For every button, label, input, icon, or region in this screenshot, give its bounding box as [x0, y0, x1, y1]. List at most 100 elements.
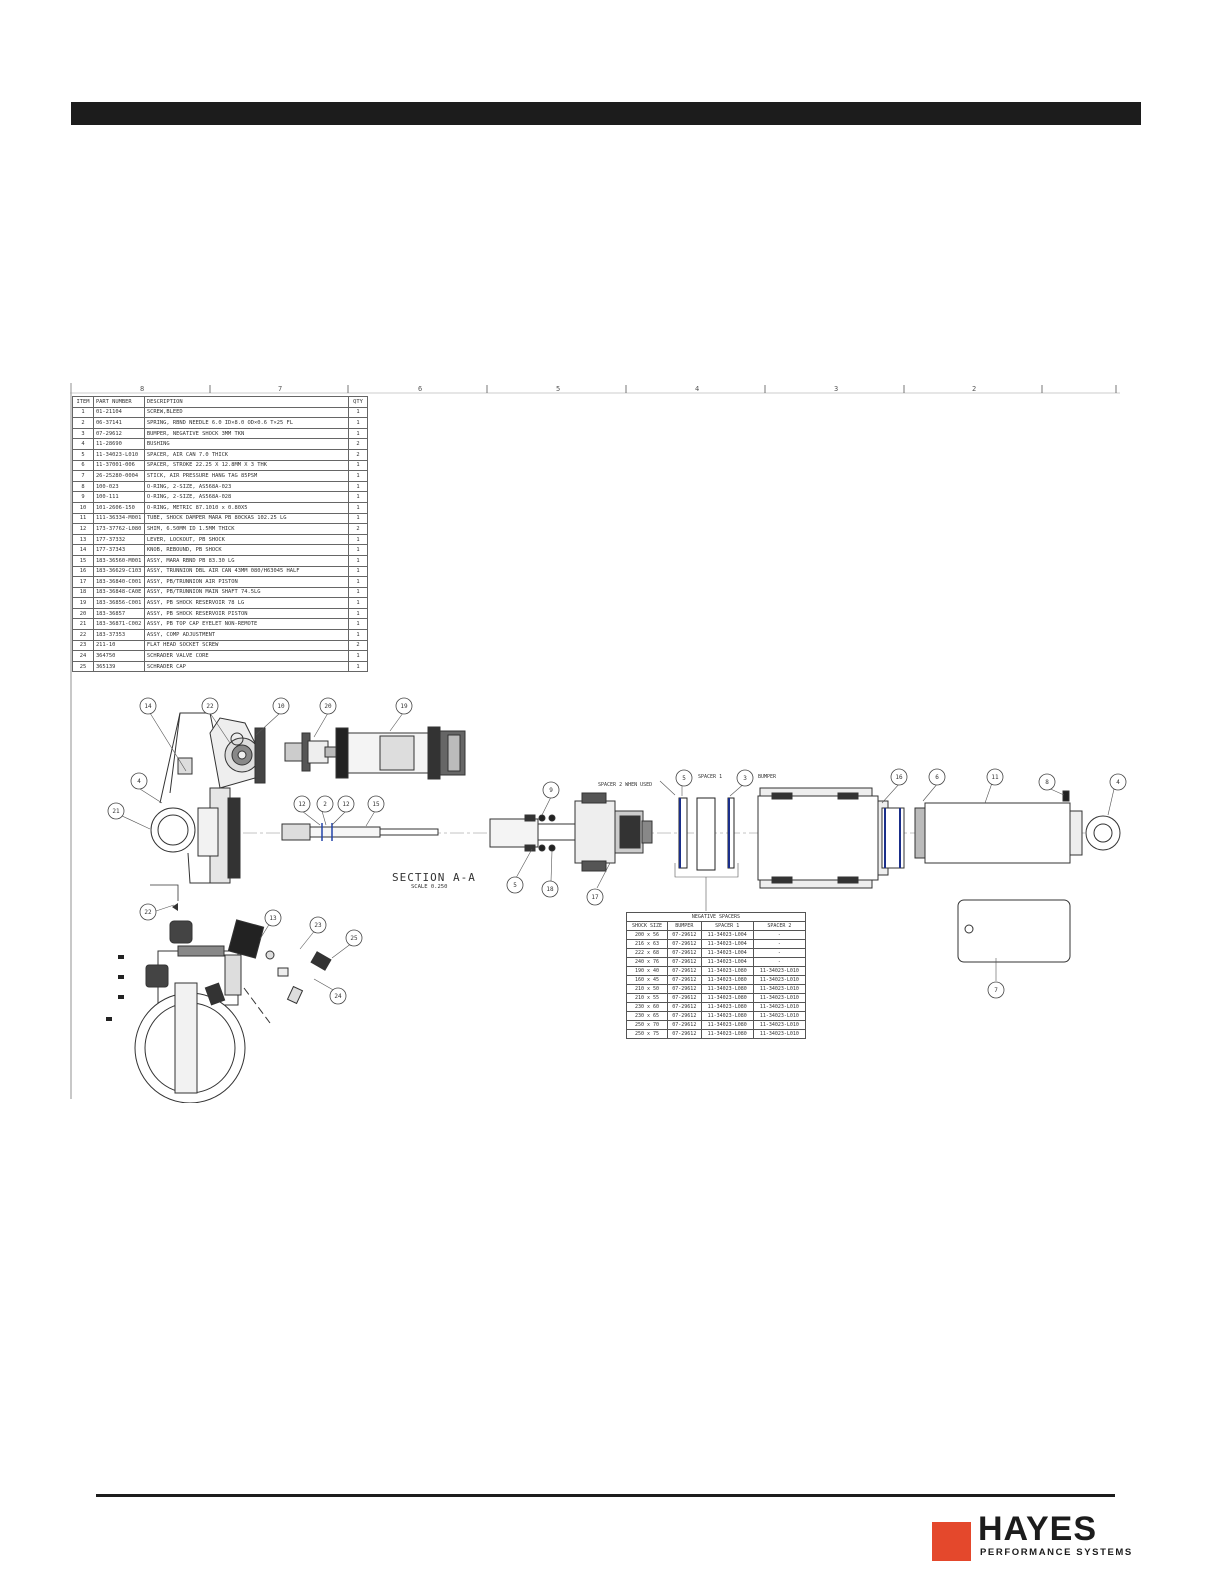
bom-qty: 1	[348, 660, 368, 673]
item-balloon-number: 6	[935, 774, 939, 781]
item-balloon-number: 9	[549, 787, 553, 794]
item-balloon-number: 23	[314, 922, 322, 929]
item-balloon: 4	[130, 772, 148, 790]
item-balloon-number: 4	[137, 778, 141, 785]
callout-spacer-1: SPACER 1	[698, 774, 723, 780]
item-balloon: 18	[541, 880, 559, 898]
item-balloon: 22	[139, 903, 157, 921]
item-balloon-number: 15	[372, 801, 380, 808]
item-balloon-number: 18	[546, 886, 554, 893]
item-balloon: 21	[107, 802, 125, 820]
item-balloon: 20	[319, 697, 337, 715]
header-bar	[71, 102, 1141, 125]
item-balloon: 5	[506, 876, 524, 894]
exploded-view-drawing	[70, 383, 1121, 1103]
bom-header-row: ITEM PART NUMBER DESCRIPTION QTY	[72, 396, 368, 408]
section-scale: SCALE 0.250	[411, 884, 448, 890]
item-balloon-number: 22	[206, 703, 214, 710]
item-balloon-number: 12	[342, 801, 350, 808]
item-balloon-number: 19	[400, 703, 408, 710]
zone-label: 5	[556, 385, 561, 393]
neg-spacer-2: 11-34023-L010	[752, 1029, 807, 1039]
bom-qty: 2	[348, 438, 368, 450]
item-balloon: 10	[272, 697, 290, 715]
item-balloon-number: 5	[513, 882, 517, 889]
item-balloon-number: 8	[1045, 779, 1049, 786]
item-balloon: 9	[542, 781, 560, 799]
item-balloon: 24	[329, 987, 347, 1005]
bom-qty: 1	[348, 470, 368, 482]
bom-description: BUMPER, NEGATIVE SHOCK 3MM TKN	[143, 427, 350, 440]
item-balloon: 12	[337, 795, 355, 813]
item-balloon: 4	[1109, 773, 1127, 791]
item-balloon: 12	[293, 795, 311, 813]
bom-description: SCREW,BLEED	[143, 406, 350, 419]
zone-label: 3	[834, 385, 839, 393]
bom-qty: 2	[348, 448, 368, 461]
bom-qty: 1	[348, 480, 368, 493]
item-balloon-number: 3	[743, 775, 747, 782]
item-balloon: 5	[675, 769, 693, 787]
item-balloon-number: 25	[350, 935, 358, 942]
item-balloon: 11	[986, 768, 1004, 786]
item-balloon-number: 7	[994, 987, 998, 994]
bom-description: SPRING, RBND NEEDLE 6.0 ID×8.0 OD×0.6 T×…	[143, 417, 350, 429]
item-balloon-number: 2	[323, 801, 327, 808]
item-balloon-number: 11	[991, 774, 999, 781]
item-balloon: 19	[395, 697, 413, 715]
item-balloon: 2	[316, 795, 334, 813]
item-balloon-number: 10	[277, 703, 285, 710]
logo-mark	[932, 1522, 971, 1561]
zone-label: 2	[972, 385, 977, 393]
bom-qty: 1	[348, 491, 368, 503]
bom-description: BUSHING	[143, 438, 350, 450]
callout-bumper: BUMPER	[758, 774, 777, 780]
item-balloon: 7	[987, 981, 1005, 999]
item-balloon: 3	[736, 769, 754, 787]
zone-label: 4	[695, 385, 700, 393]
item-balloon: 13	[264, 909, 282, 927]
item-balloon-number: 5	[682, 775, 686, 782]
logo-subtitle: PERFORMANCE SYSTEMS	[980, 1547, 1133, 1558]
zone-label: 6	[418, 385, 423, 393]
item-balloon-number: 4	[1116, 779, 1120, 786]
bom-description: SPACER, AIR CAN 7.0 THICK	[143, 448, 350, 461]
item-balloon-number: 20	[324, 703, 332, 710]
section-label: SECTION A-A	[392, 871, 476, 884]
item-balloon-number: 17	[591, 894, 599, 901]
item-balloon-number: 21	[112, 808, 120, 815]
bom-col-qty: QTY	[348, 396, 368, 408]
item-balloon: 23	[309, 916, 327, 934]
bom-description: O-RING, 2-SIZE, AS568A-028	[143, 491, 350, 503]
item-balloon: 16	[890, 768, 908, 786]
zone-label: 8	[140, 385, 145, 393]
item-balloon-number: 13	[269, 915, 277, 922]
zone-label: 7	[278, 385, 283, 393]
item-balloon: 25	[345, 929, 363, 947]
item-balloon: 8	[1038, 773, 1056, 791]
logo-wordmark: HAYES	[978, 1510, 1098, 1548]
item-balloon: 22	[201, 697, 219, 715]
hayes-logo: HAYES PERFORMANCE SYSTEMS	[932, 1511, 1131, 1561]
item-balloon-number: 14	[144, 703, 152, 710]
bom-qty: 1	[348, 459, 368, 472]
item-balloon-number: 12	[298, 801, 306, 808]
bom-qty: 1	[348, 417, 368, 429]
